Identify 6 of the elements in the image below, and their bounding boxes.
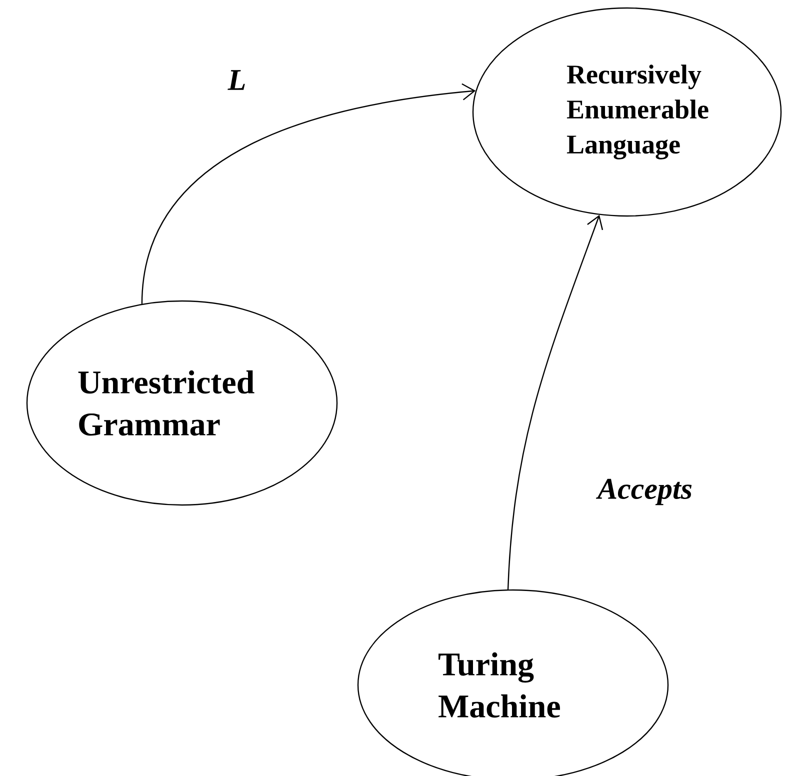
edge-label: L [226, 69, 248, 91]
ellipse-node: Recursively Enumerable Language [472, 7, 782, 217]
arrow [141, 83, 476, 304]
ellipse-node: Unrestricted Grammar [26, 300, 338, 506]
arrow [507, 214, 604, 590]
edge-label: Accepts [596, 478, 694, 506]
